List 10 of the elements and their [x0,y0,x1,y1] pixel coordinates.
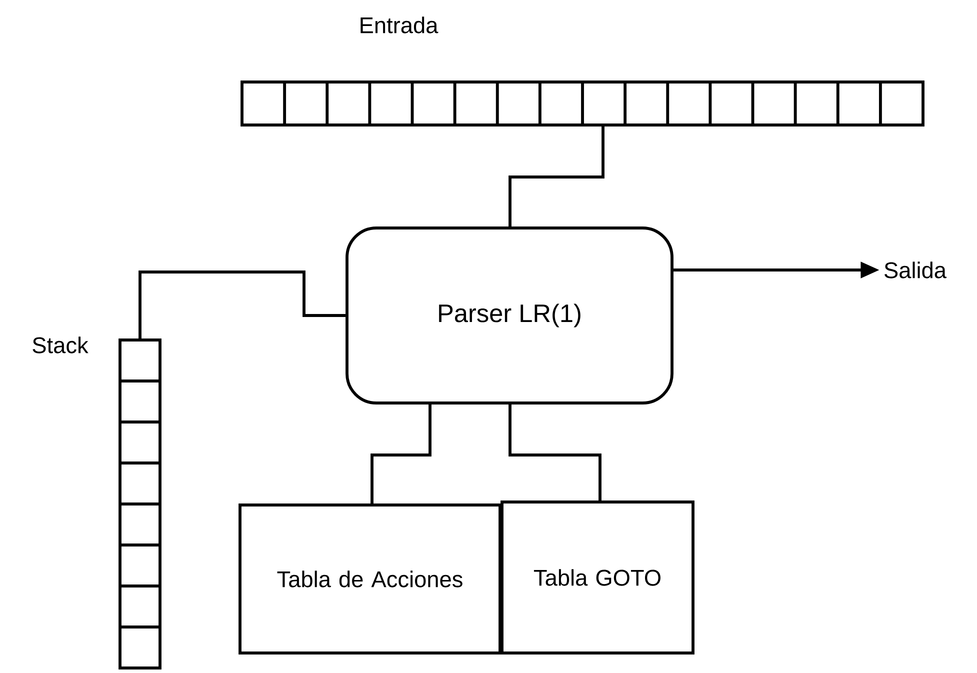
table-box: Tabla de Acciones [238,504,502,654]
connector-line [370,404,432,504]
connector-line [508,126,604,227]
stack-label: Stack [32,336,88,354]
connector-line [138,270,346,339]
connector-line [508,404,602,501]
parser-box: Parser LR(1) [346,226,674,404]
output-label: Salida [884,262,946,278]
table-box: Tabla GOTO [500,500,694,654]
tape-label: Entrada [360,16,438,34]
